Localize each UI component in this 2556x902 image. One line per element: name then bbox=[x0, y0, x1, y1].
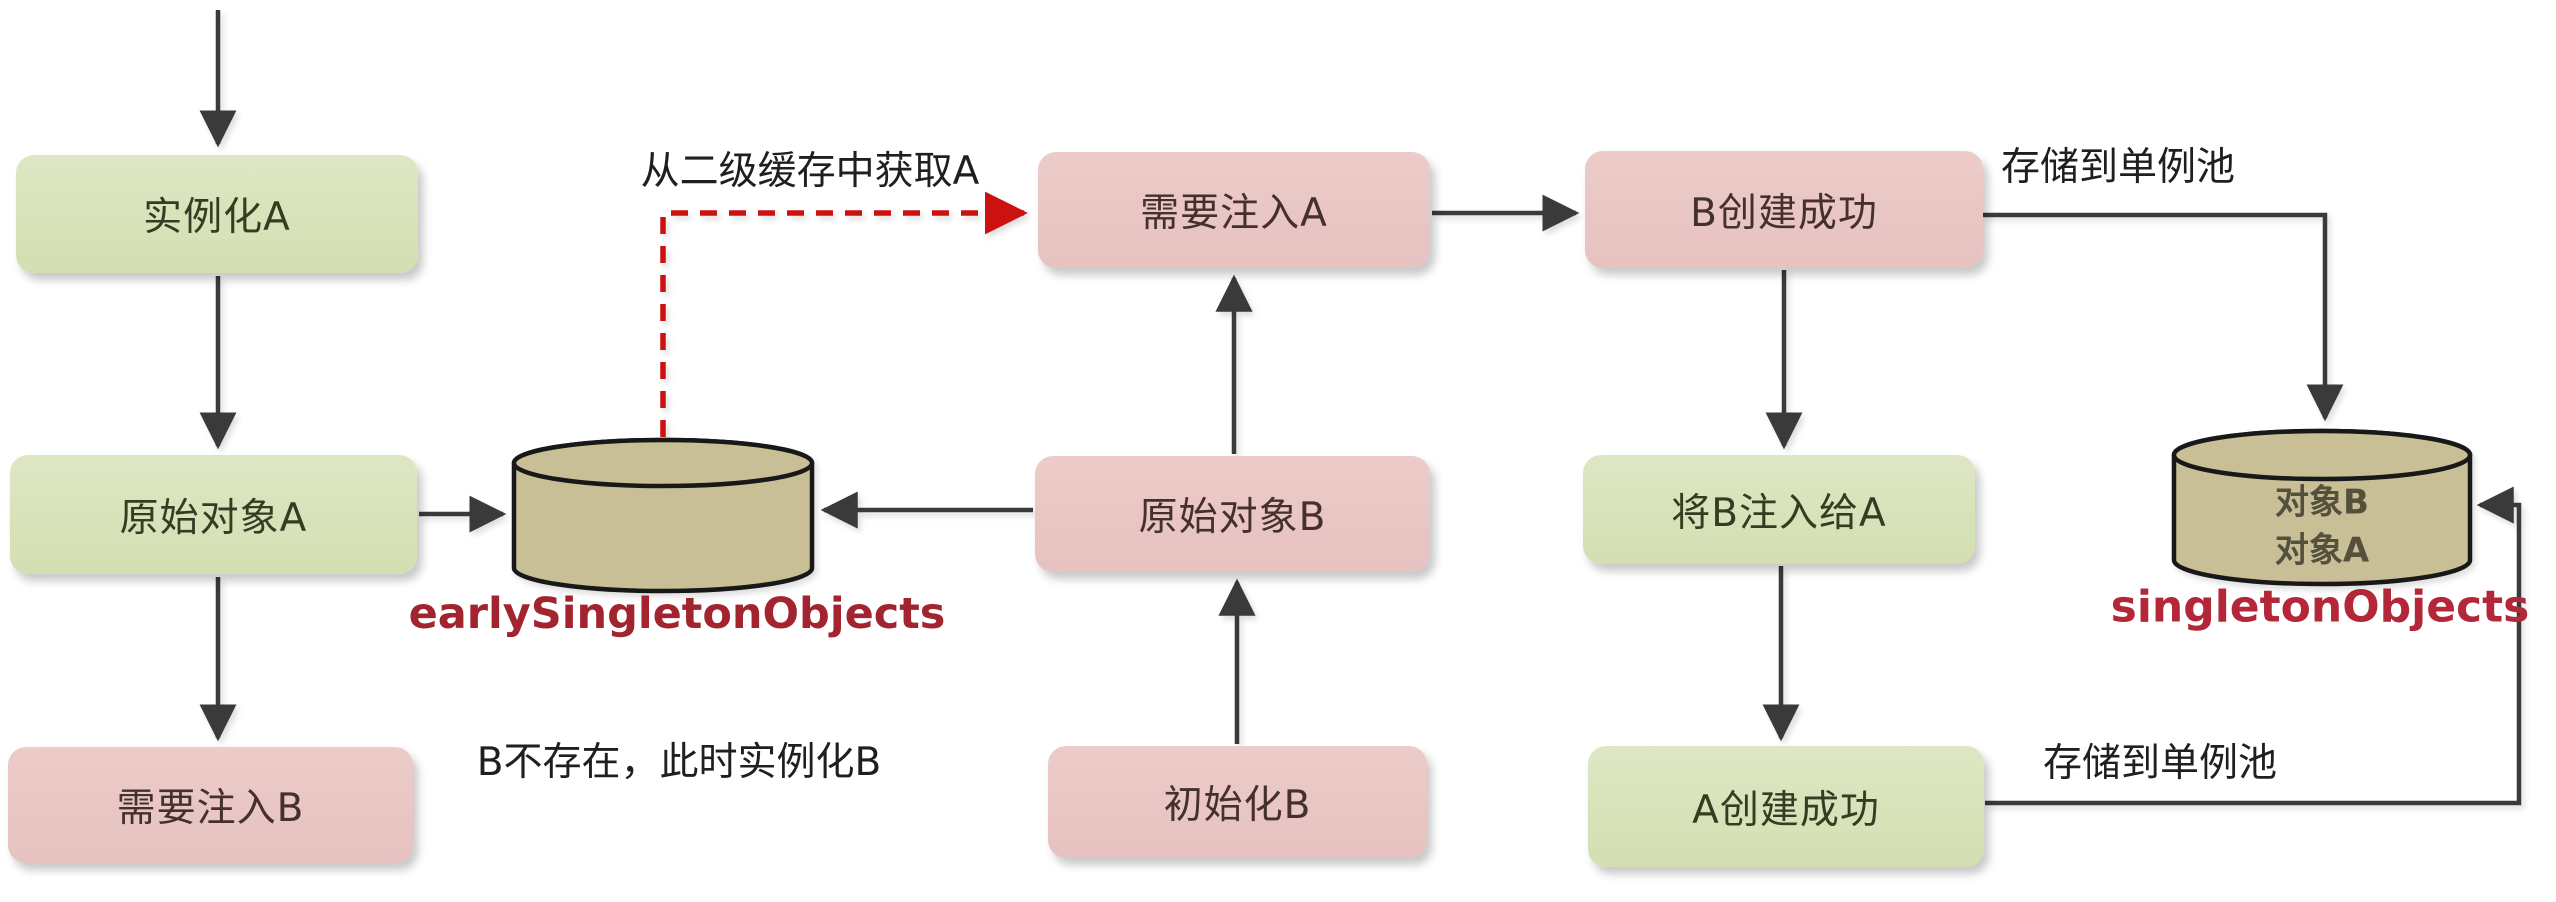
node-need-inject-b: 需要注入B bbox=[8, 747, 413, 863]
node-need-inject-a: 需要注入A bbox=[1038, 152, 1430, 268]
node-instantiate-a: 实例化A bbox=[16, 155, 418, 273]
node-raw-object-b: 原始对象B bbox=[1035, 456, 1430, 572]
edge-label-store-to-pool-bottom: 存储到单例池 bbox=[2042, 741, 2278, 786]
singleton-cache-item-object-b: 对象B bbox=[2275, 482, 2369, 523]
singleton-cache-item-object-a: 对象A bbox=[2274, 530, 2370, 571]
early-singleton-cache-label: earlySingletonObjects bbox=[408, 589, 946, 639]
node-a-created: A创建成功 bbox=[1588, 746, 1984, 867]
edge-label-store-to-pool-top: 存储到单例池 bbox=[2000, 145, 2236, 190]
arrow-a-created-to-singleton-cache bbox=[1985, 486, 2522, 806]
dashed-arrow-l2-cache-to-need-inject-a bbox=[660, 191, 1028, 437]
singleton-cache-label: singletonObjects bbox=[2110, 581, 2530, 633]
early-singleton-cylinder bbox=[511, 437, 815, 594]
edge-label-b-not-exist: B不存在，此时实例化B bbox=[476, 740, 882, 785]
node-inject-b-to-a: 将B注入给A bbox=[1583, 455, 1975, 564]
node-raw-object-a: 原始对象A bbox=[10, 455, 417, 574]
arrow-b-created-to-singleton-cache bbox=[1983, 212, 2344, 422]
singleton-cylinder bbox=[2171, 428, 2473, 587]
node-b-created: B创建成功 bbox=[1585, 151, 1983, 268]
edge-label-get-a-from-l2-cache: 从二级缓存中获取A bbox=[640, 149, 980, 194]
node-init-b: 初始化B bbox=[1048, 746, 1427, 858]
